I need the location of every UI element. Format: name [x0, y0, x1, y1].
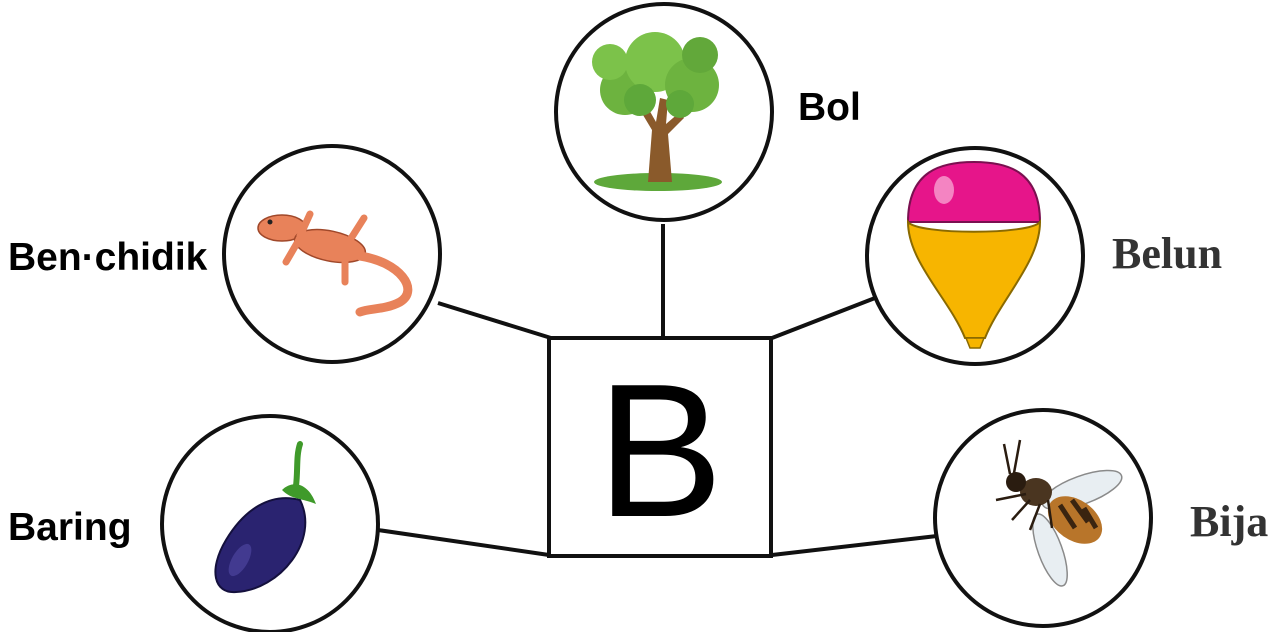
connector-lines	[377, 224, 938, 557]
center-box	[547, 336, 773, 558]
connector-lizard	[437, 301, 552, 340]
balloon-node	[865, 146, 1085, 366]
connector-brinjal	[377, 528, 550, 557]
brinjal-icon	[214, 441, 316, 594]
word-balloon: Belun	[1112, 229, 1222, 278]
word-brinjal: Baring	[8, 506, 132, 549]
connector-bee	[771, 534, 938, 557]
bee-icon	[995, 439, 1123, 587]
tree-icon	[592, 32, 722, 191]
tree-node	[554, 2, 774, 222]
center-letter: B	[597, 345, 724, 557]
word-tree: Bol	[798, 86, 861, 129]
lizard-node	[222, 144, 442, 364]
word-bee: Bija	[1190, 497, 1268, 546]
balloon-icon	[906, 160, 1042, 349]
word-lizard: Ben·chidik	[8, 236, 208, 279]
lizard-icon	[257, 210, 413, 317]
bee-node	[933, 408, 1153, 628]
brinjal-node	[160, 414, 380, 632]
connector-balloon	[771, 296, 876, 340]
